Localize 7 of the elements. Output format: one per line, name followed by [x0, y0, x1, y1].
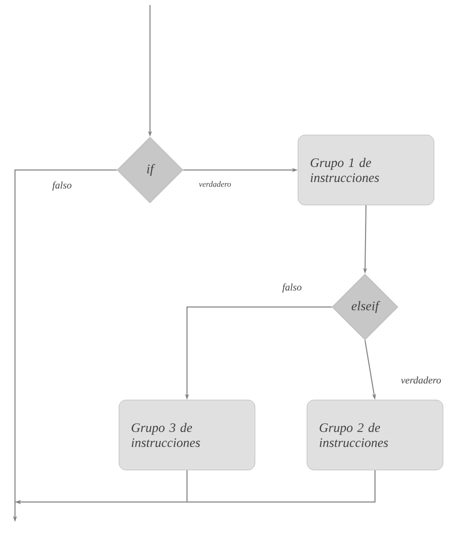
edge-label: verdadero	[198, 180, 232, 188]
process-box: Grupo 3 de instrucciones	[118, 400, 256, 470]
edge-label: falso	[51, 180, 73, 192]
edge-label: falso	[281, 282, 303, 294]
process-box: Grupo 1 de instrucciones	[298, 134, 434, 206]
process-box: Grupo 2 de instrucciones	[306, 400, 444, 470]
edge-label: verdadero	[400, 375, 442, 385]
